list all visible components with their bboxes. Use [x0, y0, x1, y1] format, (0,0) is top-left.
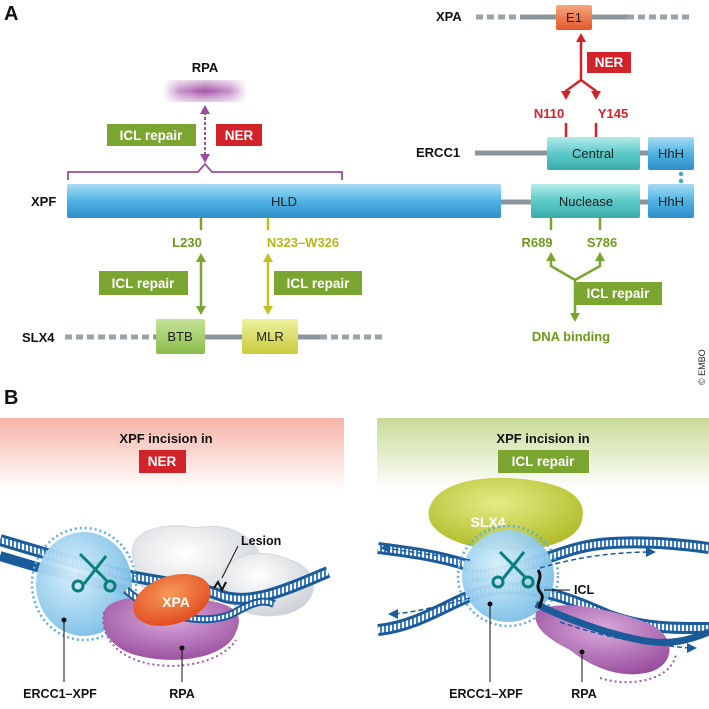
icl-repair-badge-nuclease [574, 282, 662, 305]
icl-illustration: SLX4 ICL [377, 477, 709, 701]
slx4-label: SLX4 [22, 330, 55, 345]
panel-a-letter: A [4, 3, 18, 25]
dna-binding-label: DNA binding [532, 329, 610, 344]
ercc1-hhh-label: HhH [658, 146, 684, 161]
rpa-bar-group: RPA ICL repair NER [67, 60, 343, 180]
btb-label: BTB [167, 329, 192, 344]
residue-r689: R689 [521, 235, 552, 250]
panel-b-letter: B [4, 387, 18, 409]
ner-panel-badge [139, 450, 186, 473]
scissors-icon [71, 552, 117, 593]
icl-label: ICL [574, 583, 595, 597]
icl-crosslink-marker [536, 569, 544, 609]
nuclease-label: Nuclease [559, 194, 613, 209]
xpf-label: XPF [31, 194, 56, 209]
slx4-protein: SLX4 BTB MLR [22, 319, 385, 354]
ner-illustration: XPA Lesion ERCC1–XPF RPA [0, 525, 331, 701]
e1-domain [556, 5, 592, 30]
ner-panel-badge-text: NER [148, 454, 177, 469]
ner-badge-rpa [216, 124, 262, 146]
icl-repair-badge-nuclease-text: ICL repair [587, 286, 651, 301]
lesion-label: Lesion [241, 534, 281, 548]
icl-repair-badge-rpa-text: ICL repair [120, 128, 184, 143]
icl-repair-badge-mlr-text: ICL repair [287, 276, 351, 291]
ercc1-label: ERCC1 [416, 145, 460, 160]
ner-xpa-ercc1-link: NER N110 Y145 [534, 33, 631, 137]
icl-repair-badge-l230 [99, 271, 188, 295]
n323-mlr-link: N323–W326 ICL repair [263, 218, 362, 315]
icl-panel-badge-text: ICL repair [512, 454, 576, 469]
rpa-label-a: RPA [192, 60, 219, 75]
ner-panel-title: XPF incision in [119, 431, 212, 446]
btb-domain [156, 319, 205, 354]
rpa-label-left: RPA [169, 687, 194, 701]
e1-label: E1 [566, 10, 582, 25]
ercc1-hhh-domain [648, 137, 694, 170]
nuclease-dna-binding: R689 S786 ICL repair DNA binding [521, 218, 662, 344]
icl-repair-badge-l230-text: ICL repair [112, 276, 176, 291]
icl-panel-badge [498, 450, 589, 473]
l230-btb-link: L230 ICL repair [99, 218, 206, 315]
rpa-label-right: RPA [571, 687, 596, 701]
residue-s786: S786 [587, 235, 617, 250]
rpa-binding-brace [67, 162, 343, 180]
ercc1-xpf-label-left: ERCC1–XPF [23, 687, 97, 701]
lesion-marker [213, 580, 227, 593]
hhh-dimer-dots [678, 171, 684, 184]
ercc1-xpf-label-right: ERCC1–XPF [449, 687, 523, 701]
scissors-icon [491, 550, 535, 589]
ner-badge-top-text: NER [595, 55, 624, 70]
central-label: Central [572, 146, 614, 161]
slx4-blob-label: SLX4 [470, 514, 505, 530]
xpa-protein: XPA E1 [436, 5, 690, 30]
nuclease-domain [531, 184, 640, 218]
xpf-hhh-label: HhH [658, 194, 684, 209]
icl-repair-badge-mlr [274, 271, 362, 295]
hld-domain [67, 184, 501, 218]
ner-badge-top [587, 52, 631, 73]
mlr-label: MLR [256, 329, 283, 344]
residue-l230: L230 [172, 235, 202, 250]
residue-n110: N110 [534, 106, 564, 121]
ner-badge-rpa-text: NER [225, 128, 254, 143]
xpf-protein: XPF HLD Nuclease HhH [31, 184, 694, 218]
xpa-label: XPA [436, 9, 462, 24]
residue-n323-w326: N323–W326 [267, 235, 339, 250]
hld-label: HLD [271, 194, 297, 209]
mlr-domain [242, 319, 298, 354]
icl-repair-badge-rpa [107, 124, 196, 146]
xpf-hhh-domain [648, 184, 694, 218]
residue-y145: Y145 [598, 106, 628, 121]
ercc1-protein: ERCC1 Central HhH [416, 137, 694, 170]
central-domain [547, 137, 640, 170]
xpa-blob-label: XPA [162, 594, 190, 610]
copyright-text: © EMBO [697, 349, 707, 385]
icl-panel-title: XPF incision in [496, 431, 589, 446]
